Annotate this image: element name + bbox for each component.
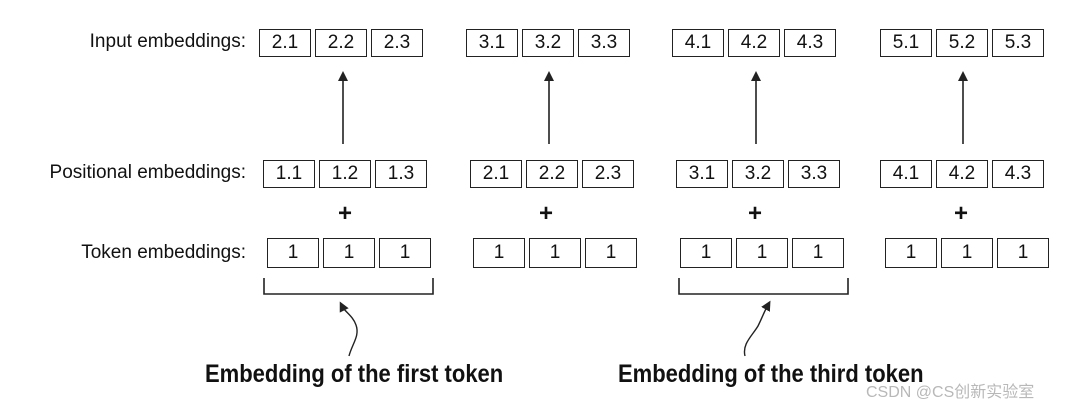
token-embedding-cell: 1 — [680, 238, 732, 268]
token-embeddings-label: Token embeddings: — [81, 242, 246, 263]
input-embedding-cell: 4.2 — [728, 29, 780, 57]
watermark: CSDN @CS创新实验室 — [866, 384, 1035, 401]
token-embedding-cell: 1 — [997, 238, 1049, 268]
token-embedding-cell: 1 — [885, 238, 937, 268]
input-embedding-cell: 4.3 — [784, 29, 836, 57]
caption-third-token: Embedding of the third token — [618, 360, 924, 388]
positional-embedding-cell: 4.3 — [992, 160, 1044, 188]
token-embedding-cell: 1 — [529, 238, 581, 268]
positional-embeddings-label: Positional embeddings: — [49, 162, 246, 183]
positional-embedding-cell: 3.2 — [732, 160, 784, 188]
positional-embedding-cell: 1.2 — [319, 160, 371, 188]
brace-third-token — [678, 278, 849, 295]
input-embedding-cell: 3.1 — [466, 29, 518, 57]
token-embedding-cell: 1 — [379, 238, 431, 268]
input-embedding-cell: 2.1 — [259, 29, 311, 57]
input-embedding-cell: 5.3 — [992, 29, 1044, 57]
input-embedding-cell: 3.3 — [578, 29, 630, 57]
brace-first-token — [263, 278, 434, 295]
positional-embedding-cell: 1.3 — [375, 160, 427, 188]
plus-sign: + — [747, 200, 762, 227]
positional-embedding-cell: 3.1 — [676, 160, 728, 188]
token-embedding-cell: 1 — [585, 238, 637, 268]
input-embedding-cell: 3.2 — [522, 29, 574, 57]
input-embedding-cell: 2.3 — [371, 29, 423, 57]
input-embeddings-label: Input embeddings: — [89, 31, 246, 52]
token-embedding-cell: 1 — [473, 238, 525, 268]
positional-embedding-cell: 4.1 — [880, 160, 932, 188]
token-embedding-cell: 1 — [267, 238, 319, 268]
token-embedding-cell: 1 — [792, 238, 844, 268]
plus-sign: + — [953, 200, 968, 227]
caption-first-token: Embedding of the first token — [205, 360, 504, 388]
input-embedding-cell: 5.1 — [880, 29, 932, 57]
positional-embedding-cell: 1.1 — [263, 160, 315, 188]
token-embedding-cell: 1 — [941, 238, 993, 268]
positional-embedding-cell: 3.3 — [788, 160, 840, 188]
token-embedding-cell: 1 — [323, 238, 375, 268]
input-embedding-cell: 5.2 — [936, 29, 988, 57]
plus-sign: + — [337, 200, 352, 227]
curved-pointer-first — [339, 301, 358, 357]
positional-embedding-cell: 2.3 — [582, 160, 634, 188]
input-embedding-cell: 2.2 — [315, 29, 367, 57]
token-embedding-cell: 1 — [736, 238, 788, 268]
positional-embedding-cell: 2.2 — [526, 160, 578, 188]
curved-pointer-third — [743, 300, 771, 357]
input-embedding-cell: 4.1 — [672, 29, 724, 57]
positional-embedding-cell: 4.2 — [936, 160, 988, 188]
plus-sign: + — [538, 200, 553, 227]
positional-embedding-cell: 2.1 — [470, 160, 522, 188]
